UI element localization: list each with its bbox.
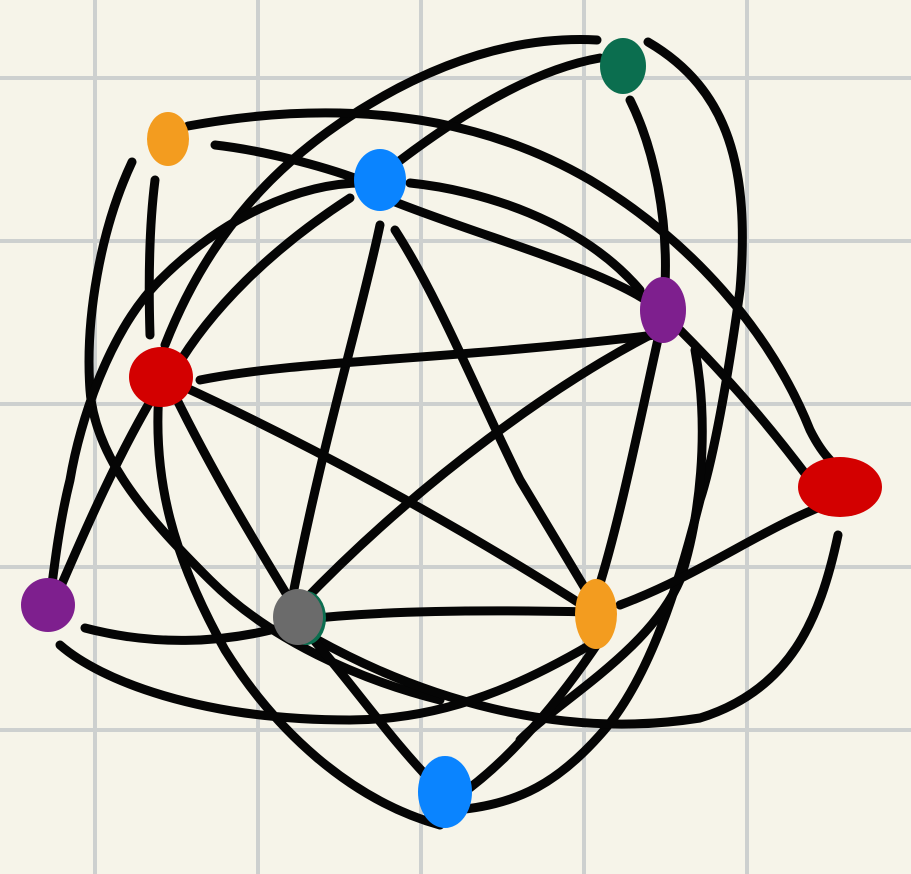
node-red-right — [798, 457, 882, 517]
edge — [45, 178, 377, 605]
edge — [295, 325, 665, 610]
node-orange-bottom-right — [575, 579, 617, 649]
edge — [405, 178, 645, 295]
node-blue-bottom — [418, 756, 472, 828]
edge — [385, 195, 665, 315]
edge — [80, 620, 295, 645]
edge — [295, 530, 843, 729]
edge — [195, 330, 660, 385]
node-blue-top — [354, 149, 406, 211]
edge — [370, 53, 605, 185]
edge — [285, 220, 385, 615]
node-purple-left — [21, 578, 75, 632]
edge — [144, 175, 160, 340]
edge — [210, 140, 365, 185]
node-green-top — [600, 38, 646, 94]
node-purple-right — [640, 277, 686, 343]
edges — [45, 35, 850, 830]
edge — [160, 370, 295, 605]
edge — [455, 635, 605, 800]
edge — [295, 606, 595, 625]
edge — [183, 108, 850, 475]
edge — [390, 225, 600, 610]
edge — [675, 325, 815, 485]
edge — [175, 380, 595, 615]
node-red-left — [129, 347, 193, 407]
edge — [50, 380, 165, 605]
edge — [593, 325, 665, 595]
edge — [153, 375, 445, 830]
node-gray-center — [273, 589, 323, 645]
node-orange-top-left — [147, 112, 189, 166]
edge — [55, 640, 595, 725]
edge — [615, 500, 830, 610]
edge — [300, 625, 445, 795]
edge — [84, 157, 445, 705]
edge — [170, 193, 355, 375]
nodes — [21, 38, 882, 828]
edge — [625, 95, 670, 290]
